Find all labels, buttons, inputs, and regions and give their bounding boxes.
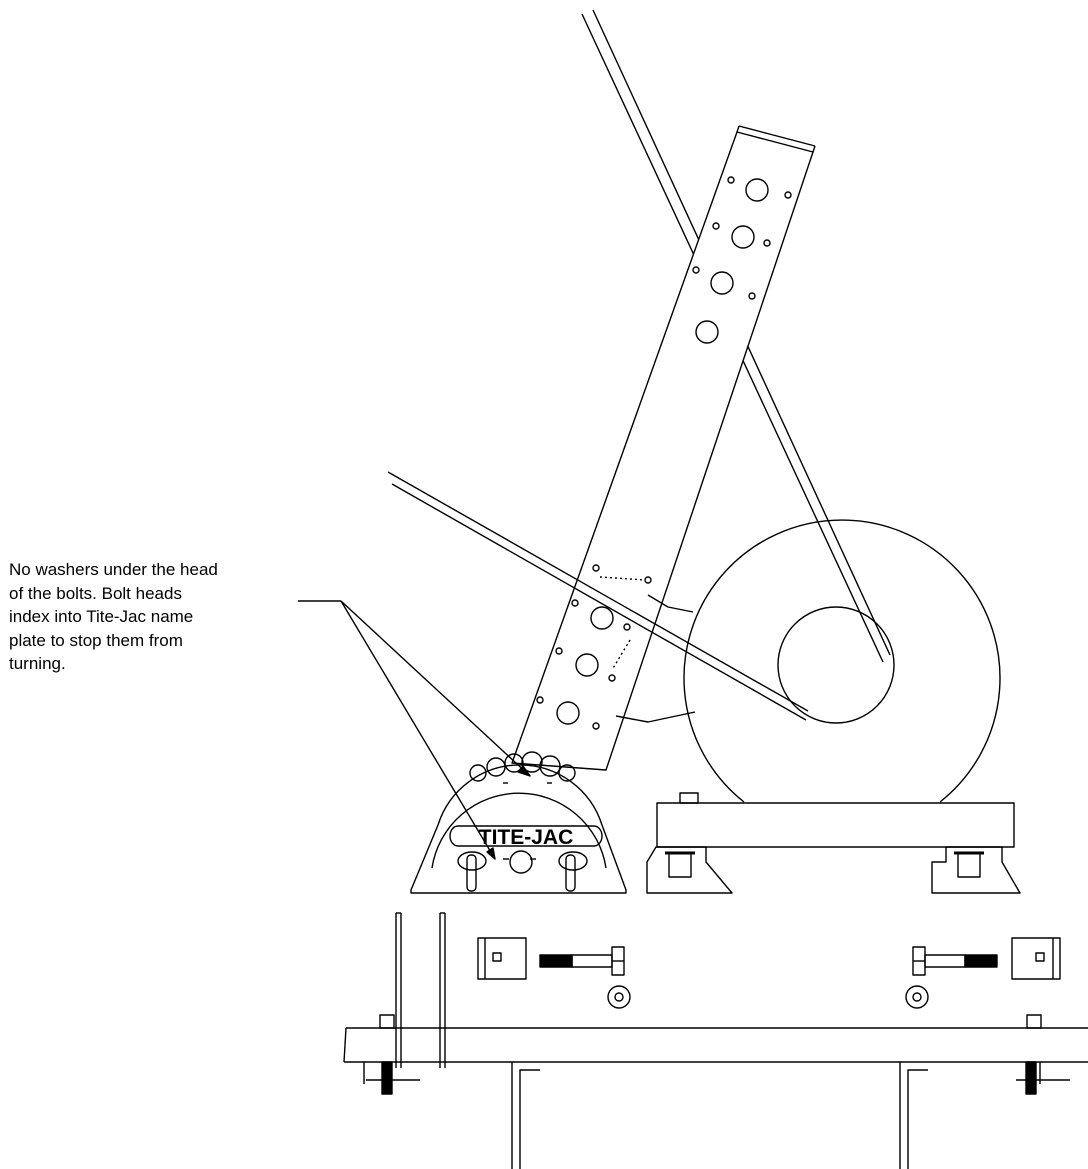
annotation-line: turning. [9,654,66,673]
annotation-line: of the bolts. Bolt heads [9,583,182,603]
deck-frame [343,1014,1088,1169]
upright-bar [511,125,816,771]
spool-base [646,792,1021,894]
right-bolt-assembly [905,937,1061,1009]
annotation-line: No washers under the head [9,560,218,579]
vertical-rods [395,912,446,1068]
callout-leaders [298,600,531,860]
annotation-callout: No washers under the head of the bolts. … [9,558,309,676]
left-bolt-assembly [477,937,631,1009]
spool-bracket [615,594,696,723]
cable-spool [683,519,1001,803]
annotation-line: plate to stop them from [9,630,183,650]
short-rod [387,471,809,721]
nameplate-label: TITE-JAC [479,826,574,849]
annotation-line: index into Tite-Jac name [9,607,194,626]
tite-jac-nameplate [410,751,627,894]
